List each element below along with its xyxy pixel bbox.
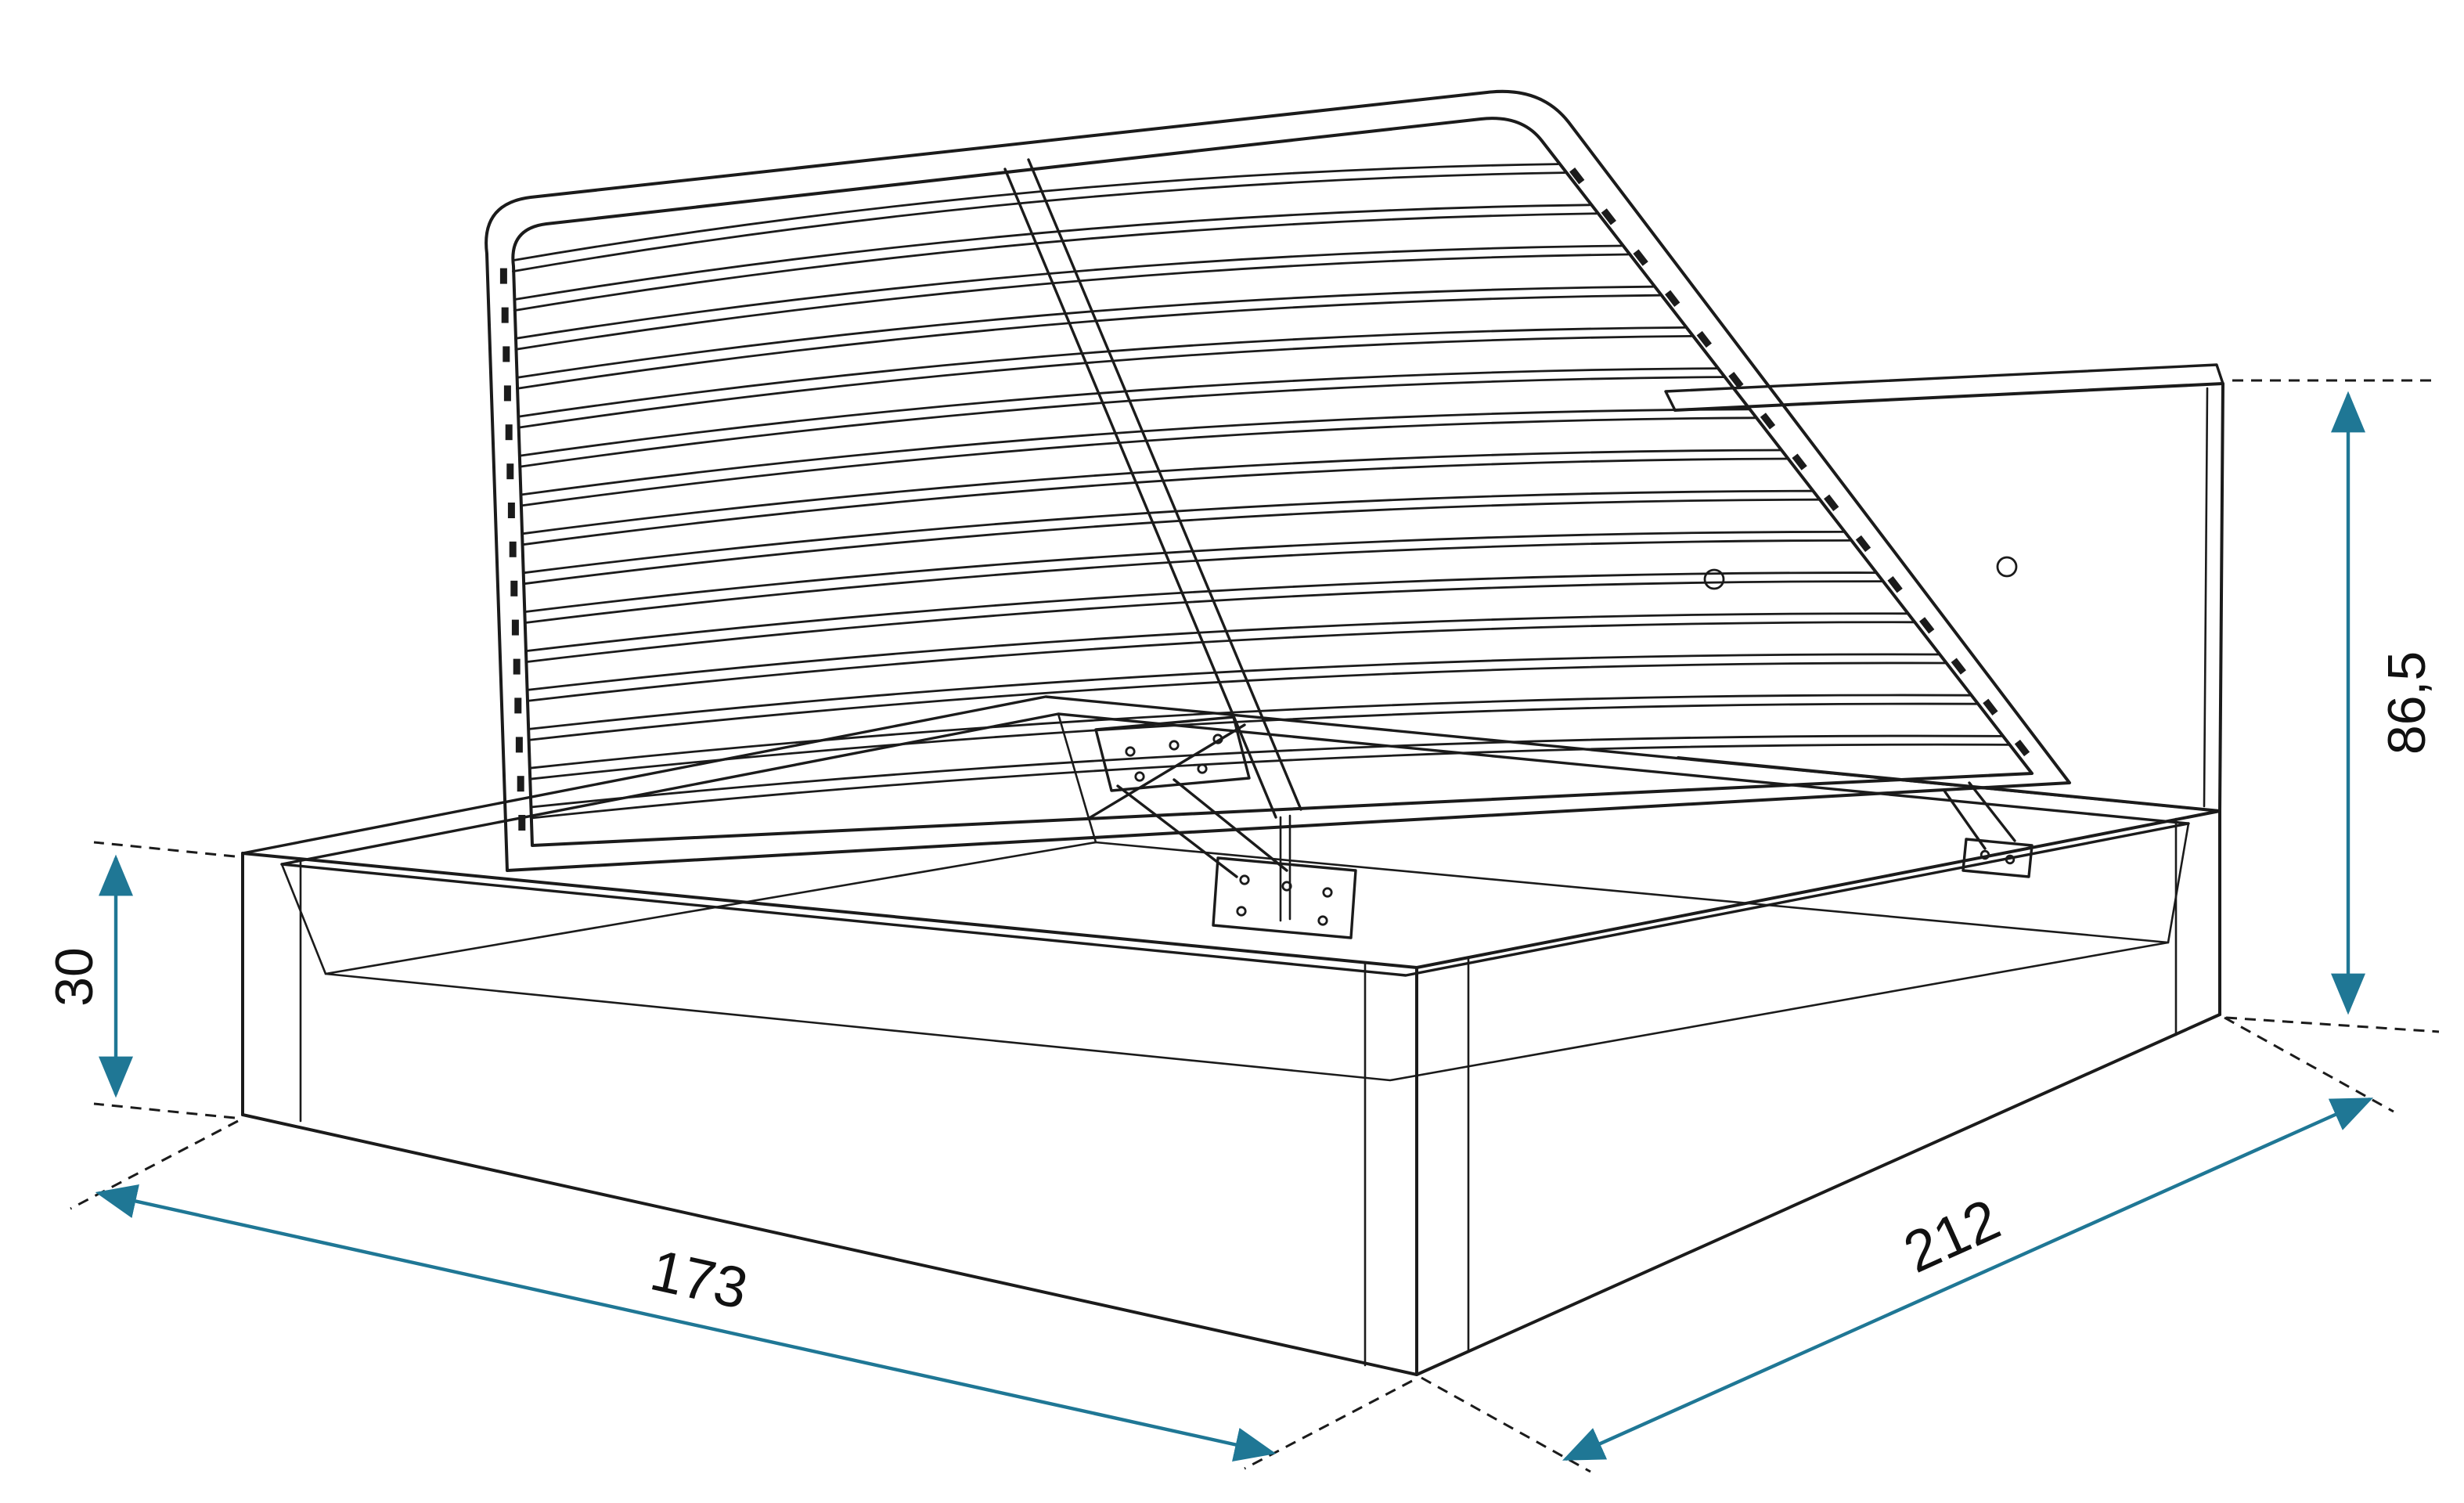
gas-lift-mechanism <box>1086 715 2034 939</box>
slat <box>1633 249 1648 266</box>
slat <box>518 376 1725 468</box>
headboard-panel <box>1673 382 2224 813</box>
lift-arms <box>1086 723 1288 878</box>
slat <box>518 367 1718 457</box>
screw <box>1239 874 1250 885</box>
dimension-arrow-depth <box>1562 1097 2374 1462</box>
slat <box>1792 453 1807 470</box>
slat <box>1855 535 1871 553</box>
slat <box>1983 698 1998 715</box>
lift-support <box>1279 814 1291 922</box>
extension-line <box>1244 1379 1413 1470</box>
dimension-depth: 212 <box>1421 1016 2394 1473</box>
slat <box>520 408 1750 496</box>
slat <box>517 335 1693 429</box>
slats <box>499 163 2030 831</box>
slat <box>1728 372 1744 389</box>
dimension-arrow-width <box>95 1184 1277 1462</box>
dimension-label-width: 173 <box>645 1237 754 1321</box>
screw <box>2005 854 2016 865</box>
slat <box>2014 739 2030 757</box>
slat <box>526 621 1915 702</box>
slat <box>514 244 1623 340</box>
slat <box>528 702 1979 780</box>
slat <box>517 326 1686 418</box>
headboard-top-face <box>1664 363 2224 412</box>
slat <box>522 489 1814 575</box>
slat <box>530 734 2005 809</box>
headboard-button <box>1996 556 2018 578</box>
slat <box>524 539 1852 624</box>
screw <box>1317 915 1328 926</box>
slat <box>1665 290 1680 307</box>
slat <box>528 661 1947 741</box>
lift-floor-plate <box>1212 856 1357 939</box>
slat <box>524 530 1846 613</box>
frame-center-rail <box>1003 158 1302 819</box>
dimension-label-depth: 212 <box>1894 1186 2009 1285</box>
slat <box>528 694 1972 770</box>
slat <box>514 253 1630 351</box>
frame-outer-contour <box>485 89 2071 872</box>
slat <box>512 163 1559 261</box>
slat-frame <box>485 89 2071 872</box>
screw <box>1125 746 1136 757</box>
slat <box>513 212 1598 312</box>
extension-line <box>2225 1016 2440 1033</box>
dimension-width: 173 <box>70 1119 1413 1470</box>
slat <box>524 571 1877 652</box>
dimension-label-headboard-height: 86,5 <box>2377 651 2437 755</box>
screw <box>1169 740 1180 751</box>
extension-line <box>93 1102 236 1119</box>
frame-inner-contour <box>511 117 2034 847</box>
box-bottom-edges <box>241 1013 2221 1376</box>
slat <box>530 743 2011 820</box>
slat <box>528 653 1941 730</box>
screw <box>1322 887 1333 898</box>
dimension-label-base-height: 30 <box>45 947 104 1007</box>
screw <box>1236 906 1247 917</box>
extension-line <box>2224 1016 2394 1113</box>
extension-line <box>93 841 236 858</box>
slat <box>526 612 1909 691</box>
slat <box>1887 576 1903 593</box>
screw <box>1134 771 1145 782</box>
headboard-button <box>1703 568 1725 590</box>
slat <box>521 457 1789 546</box>
slat <box>521 449 1781 535</box>
screw <box>1979 849 1990 860</box>
slat <box>1760 413 1776 430</box>
slat <box>516 294 1661 390</box>
dimension-base-height: 30 <box>45 841 236 1119</box>
slat <box>524 580 1884 663</box>
box-seam-lines <box>299 817 2178 1367</box>
dimension-headboard-height: 86,5 <box>2225 379 2440 1033</box>
slat <box>522 498 1821 586</box>
slat <box>1601 208 1616 225</box>
slat <box>512 171 1566 272</box>
box-interior-corners <box>280 712 2190 975</box>
slat <box>1824 494 1839 511</box>
rear-hinge-arms <box>1943 781 2016 850</box>
box-corner-edges <box>241 809 2221 1376</box>
slat <box>516 285 1655 379</box>
slat <box>520 416 1756 507</box>
slat <box>1696 330 1712 348</box>
rear-hinge-plate <box>1961 838 2034 878</box>
headboard-right-seam <box>2203 387 2209 808</box>
headboard <box>1664 363 2224 813</box>
extension-line <box>70 1119 239 1210</box>
slat <box>1569 168 1585 185</box>
slat <box>513 204 1591 301</box>
slat <box>1951 658 1966 675</box>
slat <box>1919 617 1935 634</box>
